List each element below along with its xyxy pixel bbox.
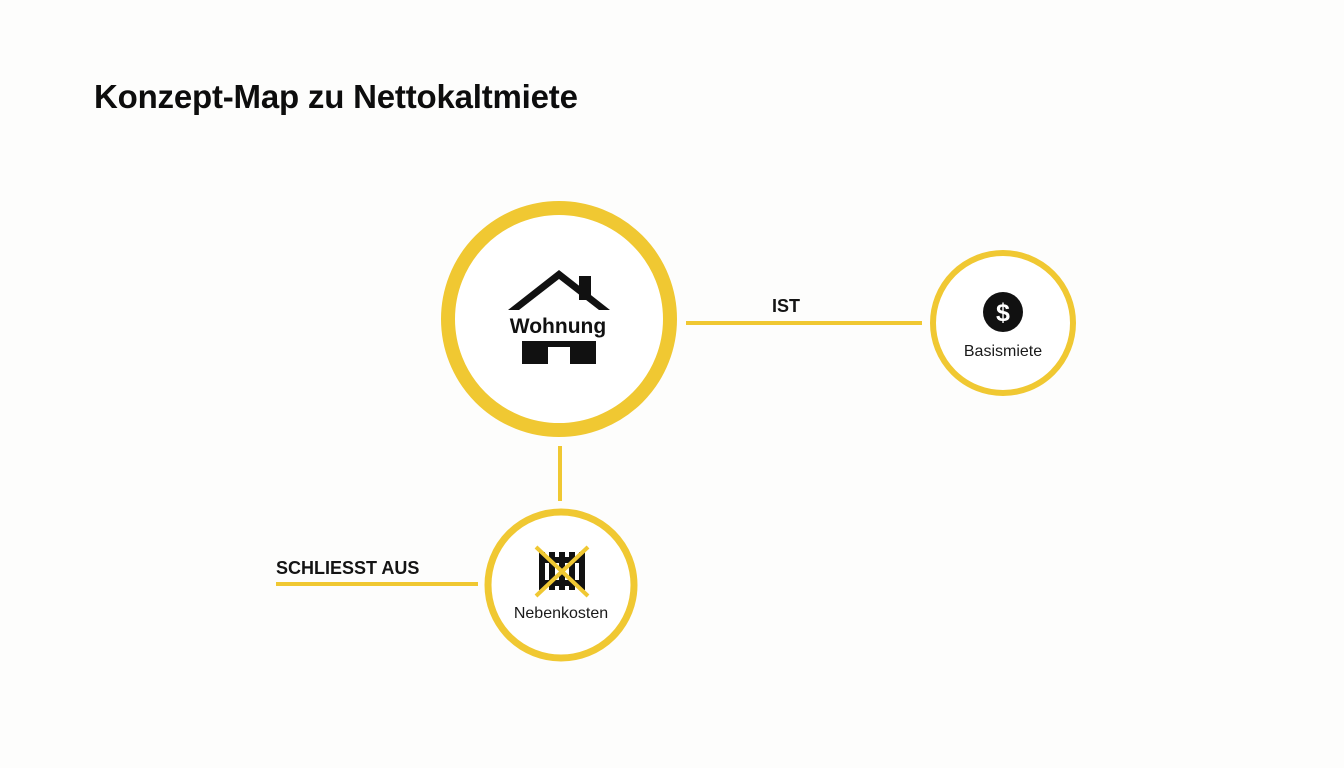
edge-schliesst-aus-label: SCHLIESST AUS: [276, 558, 419, 578]
dollar-icon: $: [983, 292, 1023, 332]
node-nebenkosten-label: Nebenkosten: [514, 605, 608, 622]
node-basismiete-label: Basismiete: [964, 343, 1042, 360]
house-icon: [508, 270, 610, 364]
radiator-crossed-icon: [534, 545, 590, 598]
node-wohnung-circle: [441, 201, 677, 437]
edge-ist-label: IST: [772, 296, 800, 316]
node-basismiete[interactable]: $ Basismiete: [930, 250, 1076, 396]
node-wohnung[interactable]: Wohnung: [441, 201, 677, 437]
page-title: Konzept-Map zu Nettokaltmiete: [94, 78, 578, 115]
node-wohnung-label: Wohnung: [510, 315, 606, 338]
node-nebenkosten[interactable]: Nebenkosten: [484, 508, 638, 662]
svg-text:$: $: [996, 299, 1010, 327]
